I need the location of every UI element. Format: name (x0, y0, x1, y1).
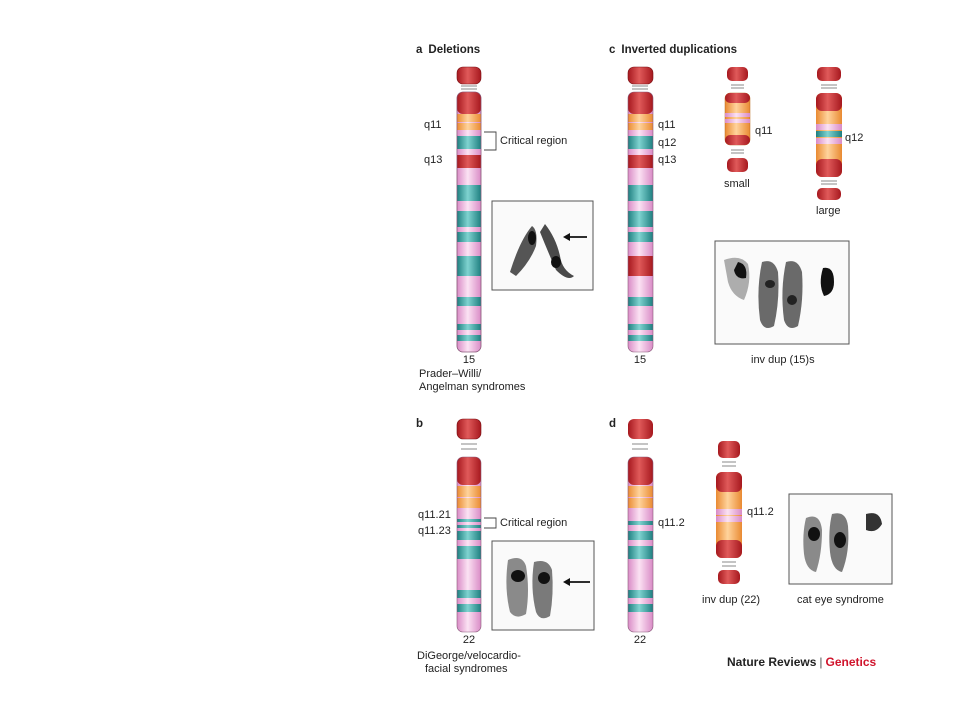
panel-a-title-text: Deletions (428, 44, 481, 56)
critical-region-label-b: Critical region (500, 517, 568, 529)
metaphase-photo-b (491, 540, 595, 631)
panel-a-letter: a (416, 44, 423, 56)
chromosome-22-inverted-duplication (627, 419, 654, 633)
band-label-invdup-q11-2: q11.2 (747, 506, 774, 518)
panel-c-letter: c (609, 44, 616, 56)
syndrome-caption-b-line2: facial syndromes (425, 663, 508, 675)
inv-dup-22 (716, 441, 742, 584)
journal-separator: | (819, 655, 823, 669)
invdup-22-caption: inv dup (22) (702, 594, 761, 606)
band-label-q11: q11 (424, 119, 442, 131)
panel-a-title: a Deletions (416, 44, 480, 56)
chromosome-15-deletions (456, 66, 497, 353)
band-label-c-q12: q12 (658, 137, 677, 149)
panel-b-title: b (416, 418, 429, 430)
metaphase-photo-a (491, 200, 594, 291)
chromosome-number-15: 15 (462, 354, 476, 366)
metaphase-photo-d (788, 493, 893, 585)
large-label: large (816, 205, 841, 217)
chromosome-number-15-c: 15 (633, 354, 647, 366)
band-label-c-q11: q11 (658, 119, 676, 131)
panel-c-title: c Inverted duplications (609, 44, 737, 56)
syndrome-caption-line2: Angelman syndromes (419, 381, 526, 393)
inv-dup-small (724, 67, 751, 172)
journal-credit: Nature Reviews|Genetics (727, 655, 876, 669)
band-label-small-q11: q11 (755, 125, 773, 137)
chromosome-15-inverted-duplications (627, 66, 654, 353)
metaphase-photo-c (714, 240, 850, 345)
syndrome-caption-line1: Prader–Willi/ (419, 368, 482, 380)
panel-b-letter: b (416, 418, 424, 430)
journal-name: Nature Reviews (727, 655, 817, 669)
critical-region-label: Critical region (500, 135, 568, 147)
band-label-large-q12: q12 (845, 132, 864, 144)
chromosome-22-deletions (456, 418, 497, 633)
panel-d-letter: d (609, 418, 617, 430)
chromosome-number-22: 22 (462, 634, 476, 646)
inv-dup-large (816, 67, 842, 200)
photo-caption-d: cat eye syndrome (797, 594, 884, 606)
panel-c-title-text: Inverted duplications (621, 44, 738, 56)
panel-d-title: d (609, 418, 622, 430)
photo-caption-c: inv dup (15)s (751, 354, 815, 366)
band-label-q13: q13 (424, 154, 443, 166)
band-label-q11-21: q11.21 (418, 509, 451, 521)
small-label: small (724, 178, 750, 190)
chromosome-number-22-d: 22 (633, 634, 647, 646)
syndrome-caption-b-line1: DiGeorge/velocardio- (417, 650, 521, 662)
journal-subject: Genetics (825, 655, 877, 669)
band-label-d-q11-2: q11.2 (658, 517, 685, 529)
band-label-q11-23: q11.23 (418, 525, 451, 537)
band-label-c-q13: q13 (658, 154, 677, 166)
